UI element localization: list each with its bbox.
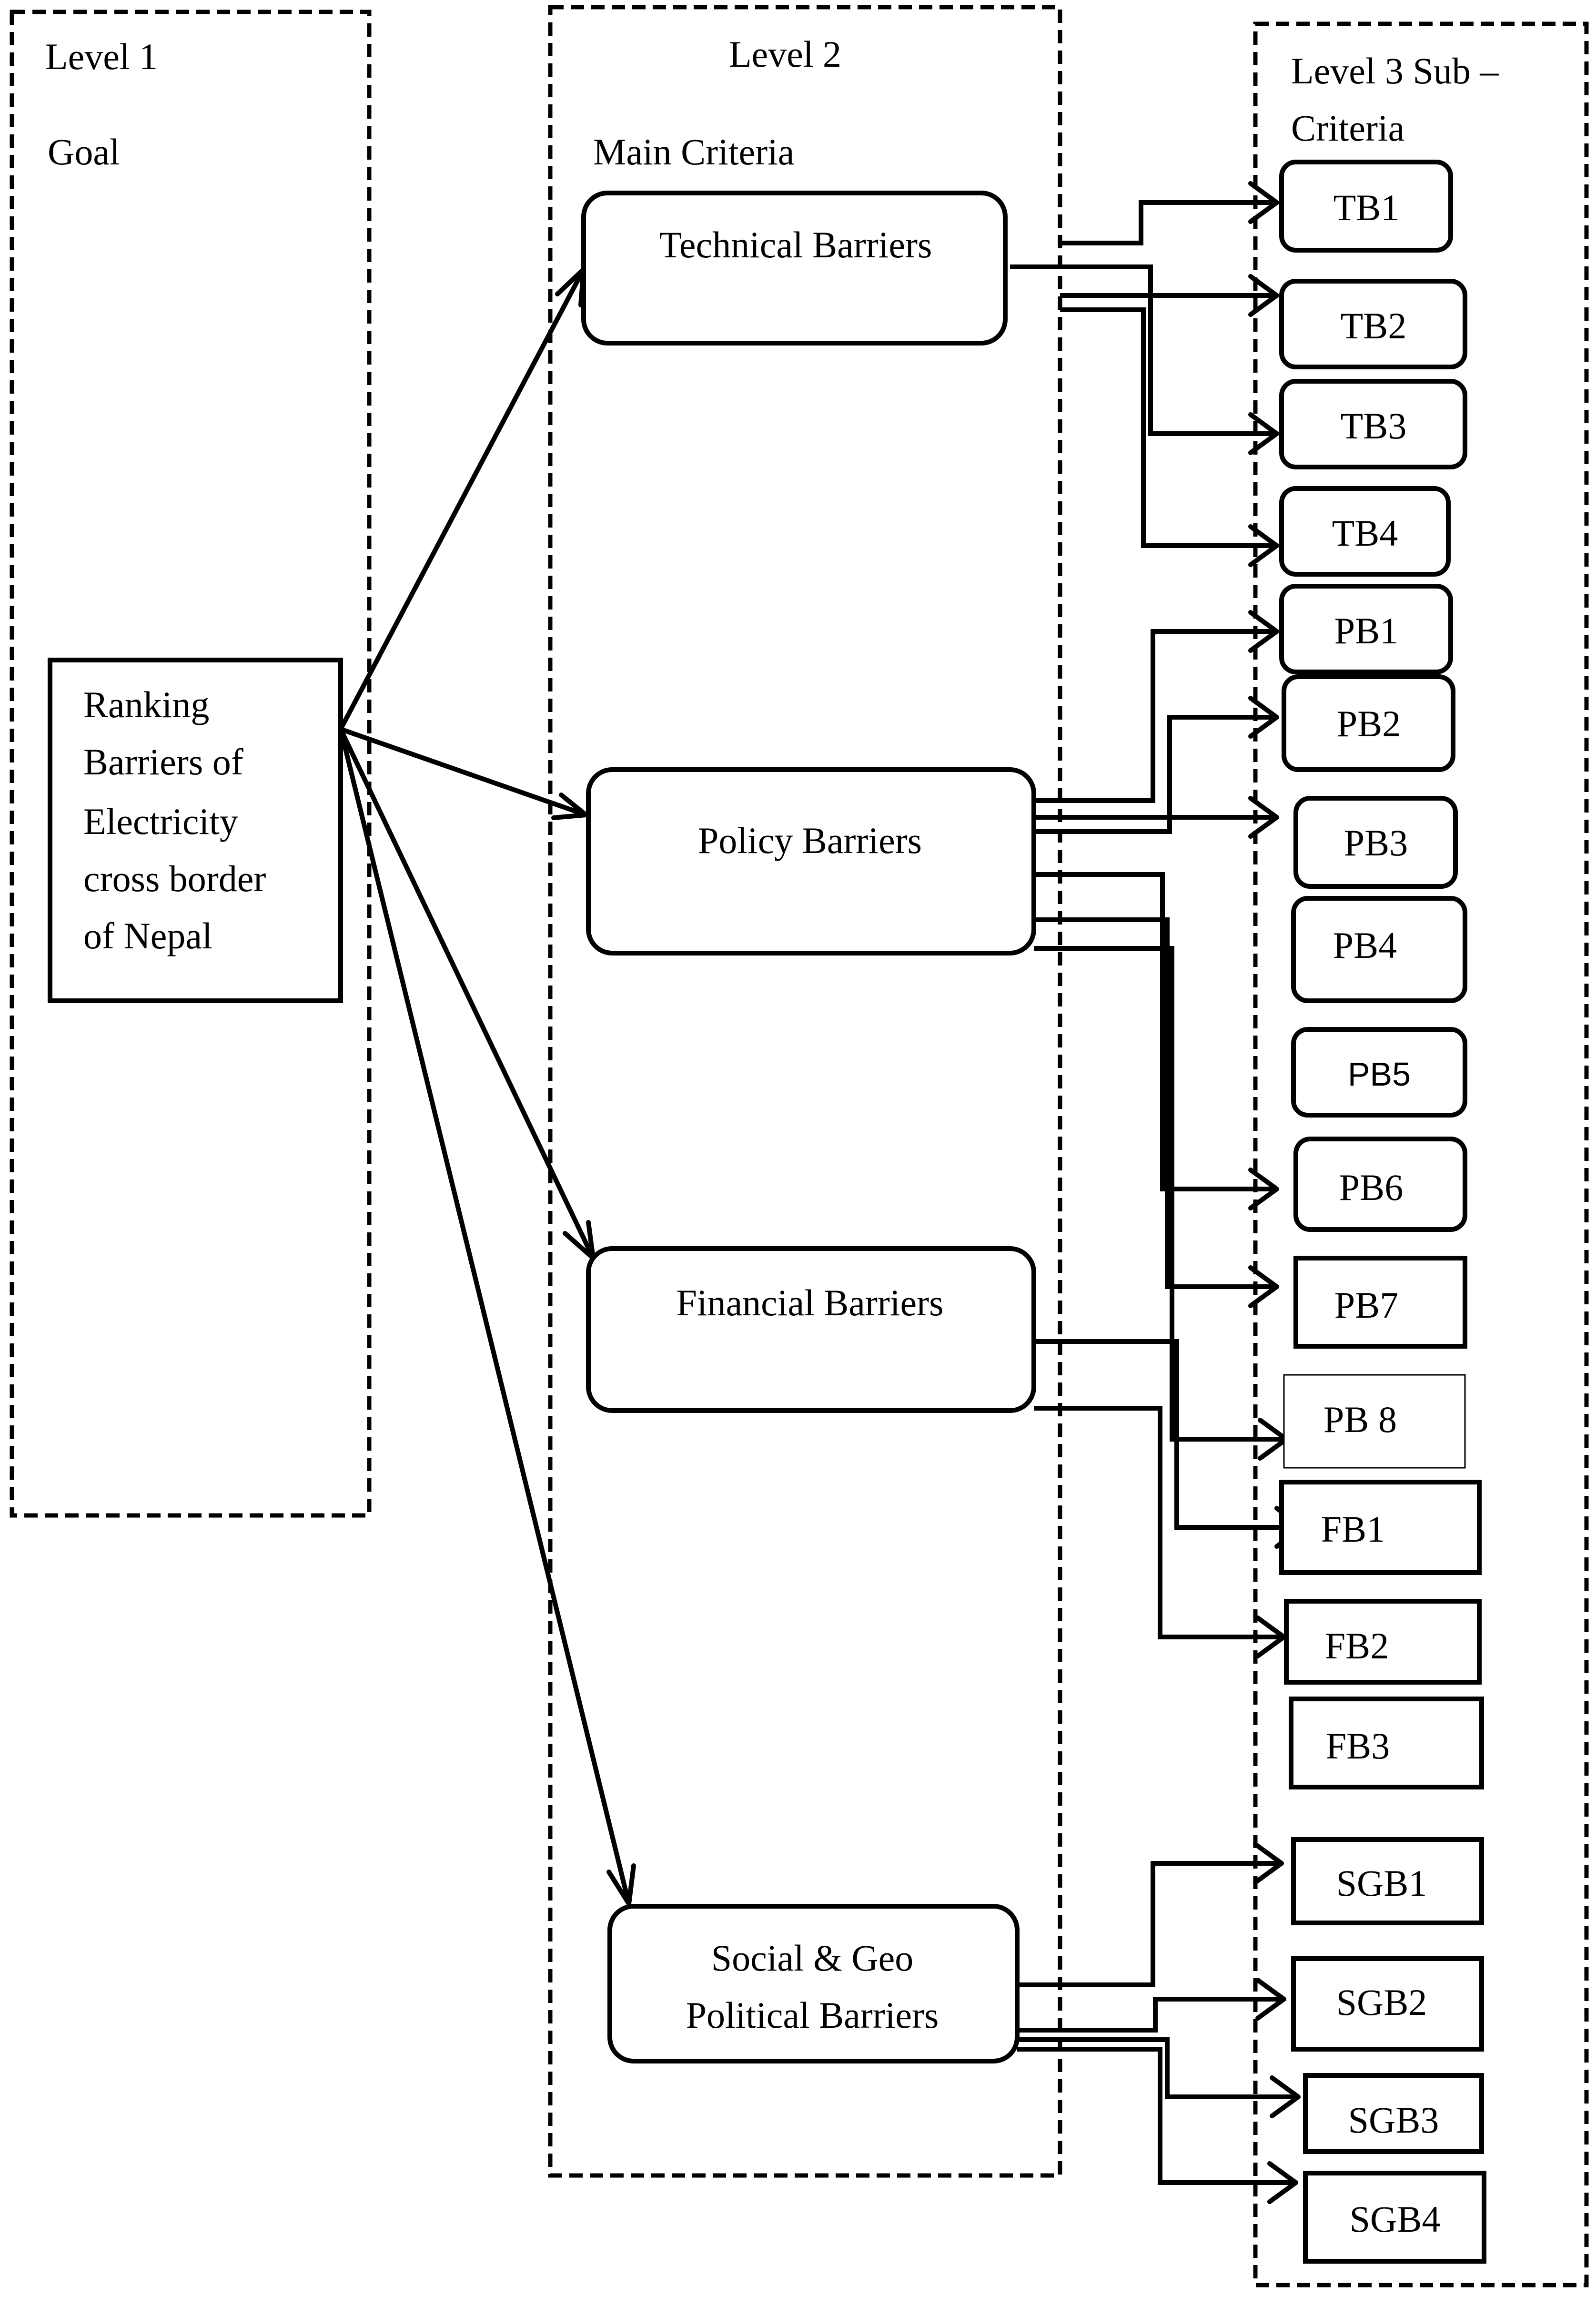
- criterion-financial: Financial Barriers: [586, 1246, 1036, 1413]
- subcriterion-sgb4: SGB4: [1303, 2171, 1486, 2264]
- level-2-subtitle: Main Criteria: [593, 131, 794, 173]
- svg-text:SGB1: SGB1: [1336, 1862, 1427, 1904]
- level-1-title: Level 1: [45, 36, 158, 77]
- level-2-title: Level 2: [729, 33, 841, 75]
- goal-line-2: Barriers of: [83, 741, 243, 783]
- svg-text:SGB4: SGB4: [1350, 2198, 1441, 2240]
- goal-line-3: Electricity: [83, 801, 238, 842]
- svg-text:PB4: PB4: [1333, 925, 1397, 966]
- subcriterion-fb1: FB1: [1279, 1480, 1482, 1575]
- policy-connectors: [1034, 610, 1289, 1461]
- svg-text:TB2: TB2: [1341, 305, 1407, 346]
- subcriterion-pb1: PB1: [1279, 584, 1453, 674]
- subcriterion-tb2: TB2: [1279, 279, 1467, 369]
- svg-text:PB3: PB3: [1344, 822, 1408, 864]
- svg-text:FB2: FB2: [1325, 1625, 1389, 1667]
- level-3-title-line1: Level 3 Sub –: [1291, 50, 1499, 91]
- criterion-policy: Policy Barriers: [586, 767, 1036, 955]
- level-2-panel: [548, 5, 1062, 2178]
- svg-text:PB6: PB6: [1339, 1167, 1403, 1208]
- financial-connectors: [1034, 1339, 1305, 1658]
- subcriterion-pb7: PB7: [1293, 1256, 1467, 1349]
- criterion-technical: Technical Barriers: [581, 191, 1008, 346]
- goal-line-1: Ranking: [83, 684, 209, 725]
- subcriterion-tb1: TB1: [1279, 160, 1453, 253]
- level-3-title-line2: Criteria: [1291, 107, 1404, 149]
- svg-text:PB 8: PB 8: [1323, 1399, 1397, 1440]
- subcriterion-tb4: TB4: [1279, 486, 1451, 577]
- technical-connectors: [1010, 181, 1279, 567]
- subcriterion-sgb3: SGB3: [1303, 2073, 1484, 2154]
- svg-text:PB5: PB5: [1348, 1056, 1411, 1093]
- subcriterion-sgb1: SGB1: [1291, 1837, 1484, 1925]
- criterion-financial-label: Financial Barriers: [677, 1282, 944, 1323]
- svg-text:SGB3: SGB3: [1348, 2099, 1439, 2141]
- level-1-panel: [10, 10, 372, 1518]
- svg-text:SGB2: SGB2: [1336, 1982, 1427, 2023]
- goal-to-criteria-arrows: [338, 267, 636, 1906]
- goal-node: Ranking Barriers of Electricity cross bo…: [48, 658, 343, 1003]
- social-connectors: [1017, 1842, 1301, 2204]
- svg-text:TB4: TB4: [1332, 512, 1398, 554]
- svg-text:PB1: PB1: [1334, 610, 1398, 651]
- level-1-subtitle: Goal: [48, 131, 120, 173]
- subcriterion-sgb2: SGB2: [1291, 1956, 1484, 2052]
- criterion-social: Social & Geo Political Barriers: [607, 1904, 1020, 2063]
- svg-text:FB3: FB3: [1326, 1725, 1390, 1767]
- subcriterion-fb2: FB2: [1284, 1599, 1482, 1685]
- goal-line-4: cross border: [83, 858, 266, 899]
- criterion-social-label-1: Social & Geo: [711, 1937, 914, 1979]
- subcriterion-pb6: PB6: [1293, 1137, 1467, 1232]
- subcriterion-pb8: PB 8: [1283, 1374, 1466, 1469]
- subcriterion-pb2: PB2: [1282, 674, 1455, 772]
- svg-text:TB3: TB3: [1341, 405, 1407, 447]
- criterion-policy-label: Policy Barriers: [698, 820, 922, 861]
- svg-text:FB1: FB1: [1321, 1508, 1385, 1550]
- goal-line-5: of Nepal: [83, 915, 212, 956]
- svg-text:PB2: PB2: [1337, 703, 1401, 744]
- svg-text:TB1: TB1: [1333, 187, 1400, 228]
- subcriterion-fb3: FB3: [1289, 1697, 1484, 1789]
- subcriterion-pb5: PB5: [1291, 1027, 1467, 1118]
- subcriterion-tb3: TB3: [1279, 379, 1467, 469]
- svg-text:PB7: PB7: [1334, 1284, 1398, 1326]
- subcriterion-pb4: PB4: [1291, 896, 1467, 1003]
- subcriterion-pb3: PB3: [1293, 796, 1458, 889]
- level-3-panel: [1253, 21, 1589, 2287]
- criterion-social-label-2: Political Barriers: [686, 1994, 939, 2036]
- criterion-technical-label: Technical Barriers: [659, 224, 932, 265]
